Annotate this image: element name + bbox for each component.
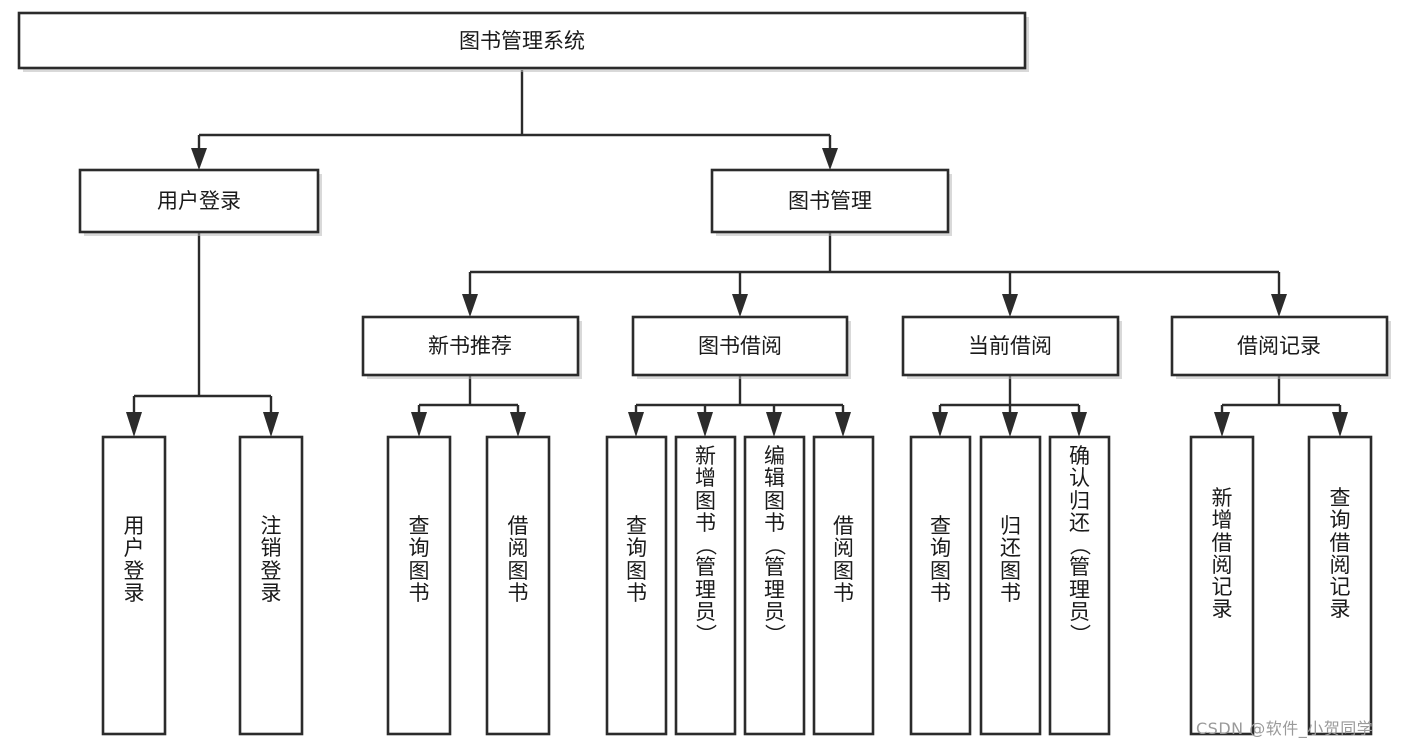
arrow-head-leaf-user-login [126, 412, 142, 437]
arrow-head-bookborrow-leaf-1 [628, 412, 644, 437]
book-borrow-node-box[interactable] [631, 315, 849, 377]
arrow-head-newbook-leaf-1 [411, 412, 427, 437]
leaf-box-borrow-edit[interactable] [743, 435, 806, 736]
arrow-head-user-login [191, 148, 207, 170]
leaf-box-newbook-query[interactable] [386, 435, 452, 736]
user-login-node-box[interactable] [78, 168, 320, 234]
arrow-head-borrowrecord-leaf-1 [1214, 412, 1230, 437]
horizontal-label-layer: 图书管理系统 用户登录 图书管理 新书推荐 图书借阅 当前借阅 借阅记录 [157, 29, 1321, 358]
root-node-label: 图书管理系统 [459, 29, 585, 53]
leaf-box-current-query[interactable] [909, 435, 972, 736]
arrow-head-book-borrow [732, 294, 748, 317]
current-borrow-node-box[interactable] [901, 315, 1120, 377]
arrow-head-newbook-leaf-2 [510, 412, 526, 437]
root-node-box[interactable] [17, 11, 1027, 70]
arrow-head-current-borrow [1002, 294, 1018, 317]
arrow-head-new-book [462, 294, 478, 317]
borrow-record-node-box[interactable] [1170, 315, 1389, 377]
book-borrow-node-label: 图书借阅 [698, 334, 782, 358]
borrow-record-node-label: 借阅记录 [1237, 334, 1321, 358]
leaf-box-current-return[interactable] [979, 435, 1042, 736]
leaf-box-user-login[interactable] [101, 435, 167, 736]
arrow-head-bookborrow-leaf-4 [835, 412, 851, 437]
arrow-head-bookborrow-leaf-3 [766, 412, 782, 437]
leaf-box-borrow-add[interactable] [674, 435, 737, 736]
connector-layer [126, 70, 1348, 437]
arrow-head-currentborrow-leaf-3 [1071, 412, 1087, 437]
current-borrow-node-label: 当前借阅 [968, 334, 1052, 358]
leaf-box-borrow-query[interactable] [605, 435, 668, 736]
arrow-head-leaf-logout [263, 412, 279, 437]
leaf-box-record-add[interactable] [1189, 435, 1255, 736]
arrow-head-bookborrow-leaf-2 [697, 412, 713, 437]
user-login-node-label: 用户登录 [157, 189, 241, 213]
leaf-box-record-query[interactable] [1307, 435, 1373, 736]
arrow-head-currentborrow-leaf-1 [932, 412, 948, 437]
new-book-node-label: 新书推荐 [428, 334, 512, 358]
arrow-head-currentborrow-leaf-2 [1002, 412, 1018, 437]
arrow-head-borrow-record [1271, 294, 1287, 317]
book-manage-node-label: 图书管理 [788, 189, 872, 213]
new-book-node-box[interactable] [361, 315, 580, 377]
arrow-head-book-manage [822, 148, 838, 170]
node-layer [17, 11, 1391, 736]
book-manage-node-box[interactable] [710, 168, 950, 234]
arrow-head-borrowrecord-leaf-2 [1332, 412, 1348, 437]
leaf-box-logout[interactable] [238, 435, 304, 736]
leaf-box-newbook-borrow[interactable] [485, 435, 551, 736]
leaf-box-current-confirm[interactable] [1048, 435, 1111, 736]
leaf-box-borrow-lend[interactable] [812, 435, 875, 736]
